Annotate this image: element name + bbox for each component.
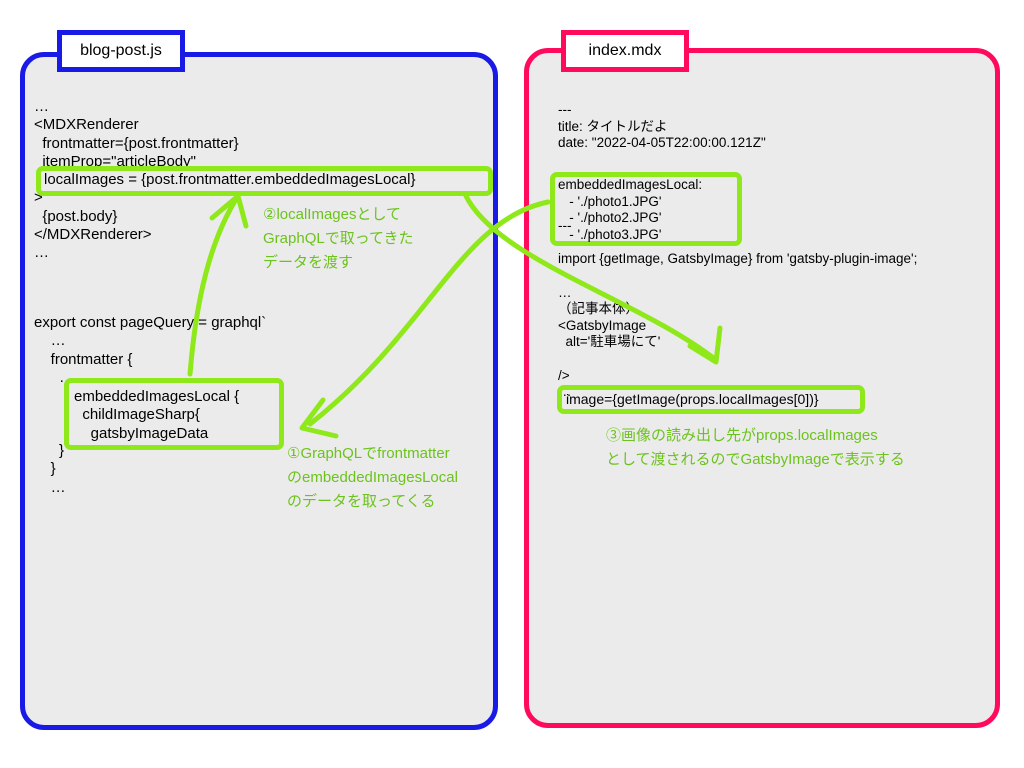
local-images-highlight bbox=[36, 166, 493, 196]
step-1-annotation: ①GraphQLでfrontmatter のembeddedImagesLoca… bbox=[287, 445, 458, 510]
image-prop-highlight bbox=[557, 385, 865, 414]
blog-post-filename-tab: blog-post.js bbox=[57, 30, 185, 72]
local-images-prop-text: localImages = {post.frontmatter.embedded… bbox=[44, 171, 416, 188]
graphql-query-highlight bbox=[64, 378, 284, 450]
frontmatter-images-text: embeddedImagesLocal: - './photo1.JPG' - … bbox=[558, 177, 703, 242]
mdx-source-code: --- title: タイトルだよ date: "2022-04-05T22:0… bbox=[558, 102, 918, 400]
step-3-annotation: ③画像の読み出し先がprops.localImages として渡されるのでGat… bbox=[606, 427, 905, 468]
index-mdx-filename-tab: index.mdx bbox=[561, 30, 689, 72]
step-2-annotation: ②localImagesとして GraphQLで取ってきた データを渡す bbox=[263, 206, 414, 271]
embedded-images-query-text: embeddedImagesLocal { childImageSharp{ g… bbox=[74, 388, 240, 442]
mdx-renderer-code: … <MDXRenderer frontmatter={post.frontma… bbox=[34, 98, 239, 262]
index-mdx-filename: index.mdx bbox=[588, 42, 662, 59]
image-prop-text: image={getImage(props.localImages[0])} bbox=[566, 391, 819, 407]
blog-post-filename: blog-post.js bbox=[80, 42, 162, 59]
